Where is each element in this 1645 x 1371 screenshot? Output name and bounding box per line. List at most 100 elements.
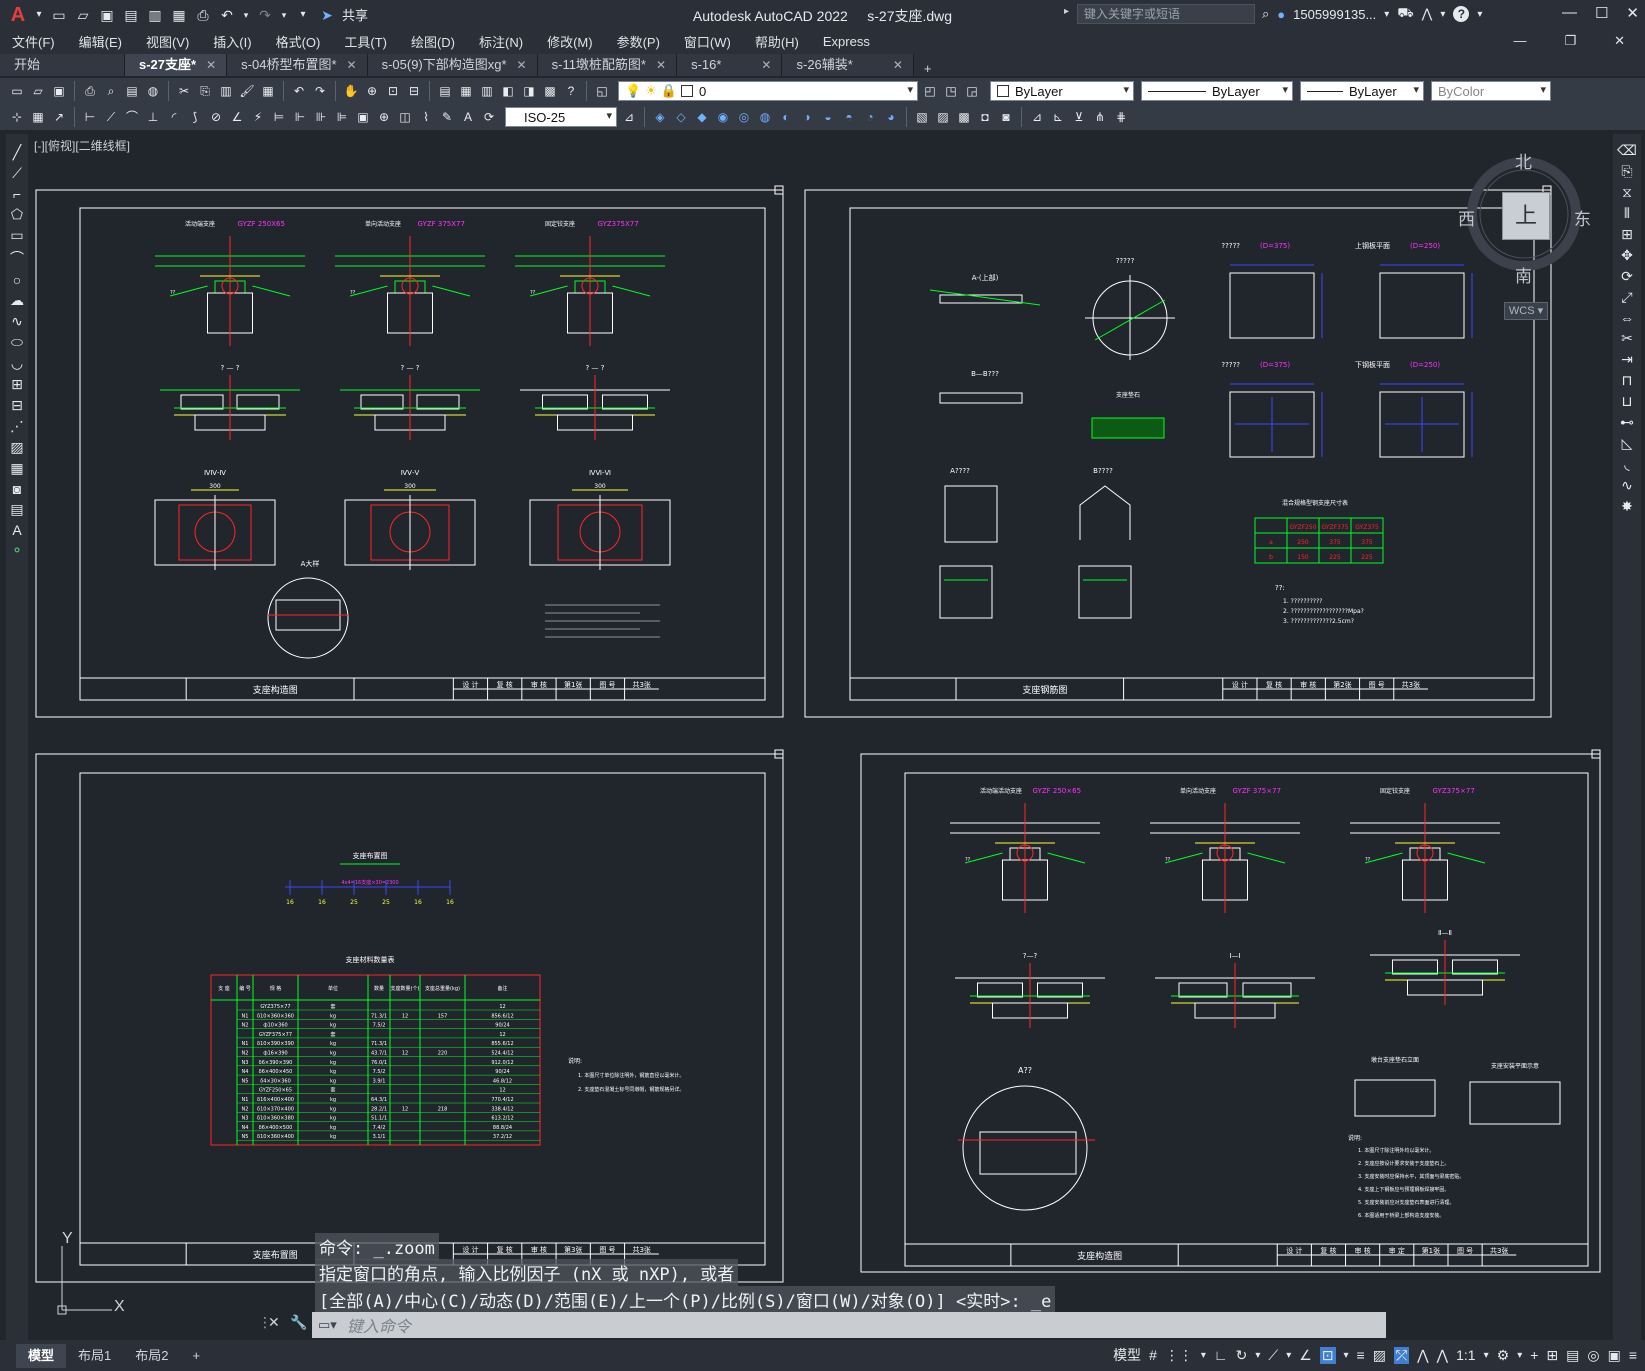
open-icon[interactable]: ▱ (33, 84, 43, 98)
search-expand-icon[interactable]: ▸ (1064, 6, 1070, 17)
help-icon[interactable]: ? (567, 84, 575, 98)
center-mark-icon[interactable]: ⊕ (378, 110, 390, 124)
view-nw-iso-icon[interactable]: ◓ (845, 110, 853, 124)
pan-icon[interactable]: ✋ (343, 84, 359, 98)
tab-close-icon[interactable]: ✕ (346, 58, 357, 72)
help-dropdown-icon[interactable]: ▾ (1477, 8, 1483, 20)
menu-help[interactable]: 帮助(H) (754, 34, 799, 50)
zoom-window-icon[interactable]: ⊡ (387, 84, 399, 98)
jogged-dim-icon[interactable]: ⟆ (192, 110, 198, 124)
layer-previous-icon[interactable]: ◳ (945, 84, 957, 98)
viewcube-east[interactable]: 东 (1574, 210, 1591, 229)
continue-dim-icon[interactable]: ⊩ (294, 110, 306, 124)
command-close-icon[interactable]: ✕ (268, 1314, 280, 1330)
publish-icon[interactable]: ▤ (126, 84, 138, 98)
isodraft-dropdown-icon[interactable]: ▾ (1286, 1349, 1292, 1361)
dim-edit-icon[interactable]: ✎ (441, 110, 453, 124)
save-web-icon[interactable]: ▦ (172, 6, 186, 23)
cut-icon[interactable]: ✂ (178, 84, 190, 98)
menu-edit[interactable]: 编辑(E) (78, 34, 122, 50)
layer-freeze-icon[interactable]: ☀ (645, 83, 657, 98)
zoom-realtime-icon[interactable]: ⊕ (366, 84, 378, 98)
isodraft-icon[interactable]: ⟋ (1268, 1346, 1279, 1363)
viewcube[interactable]: 上 北 南 西 东 (1458, 153, 1591, 286)
linear-dim-icon[interactable]: ⊢ (84, 110, 96, 124)
menu-express[interactable]: Express (822, 33, 870, 49)
dim-update-icon[interactable]: ⟳ (483, 110, 495, 124)
copy-object-icon[interactable]: ⎘ (1621, 163, 1633, 179)
tab-s26[interactable]: s-26辅装*✕ (782, 54, 914, 76)
markup-icon[interactable]: ◨ (523, 84, 535, 98)
clean-screen-icon[interactable]: ▣ (1607, 1346, 1621, 1363)
visual-style-conceptual-icon[interactable]: ◙ (1002, 110, 1010, 124)
view-left-icon[interactable]: ◆ (697, 110, 707, 124)
doc-restore-icon[interactable]: ❐ (1564, 33, 1577, 48)
tab-s27[interactable]: s-27支座*✕ (125, 54, 228, 76)
visual-style-hidden-icon[interactable]: ▩ (958, 110, 970, 124)
view-camera-icon[interactable]: ◔ (866, 110, 874, 124)
object-snap-icon[interactable]: ⊡ (1319, 1346, 1336, 1364)
help-icon[interactable]: ? (1453, 6, 1470, 22)
selection-cycling-icon[interactable]: ⤱ (1393, 1346, 1410, 1364)
menu-parametric[interactable]: 参数(P) (616, 34, 660, 50)
redo-icon[interactable]: ↷ (259, 6, 271, 23)
undo-icon[interactable]: ↶ (221, 6, 233, 23)
array-icon[interactable]: ⊞ (1621, 226, 1633, 242)
visual-style-3d-icon[interactable]: ▨ (937, 110, 949, 124)
blend-curves-icon[interactable]: ∿ (1621, 477, 1633, 493)
doc-close-icon[interactable]: ✕ (1614, 33, 1625, 48)
table-icon[interactable]: ▦ (32, 110, 44, 124)
view-sw-iso-icon[interactable]: ◐ (782, 110, 790, 124)
view-bottom-icon[interactable]: ◇ (676, 110, 686, 124)
make-current-layer-icon[interactable]: ◰ (924, 84, 936, 98)
break-at-point-icon[interactable]: ⊓ (1621, 372, 1633, 388)
lineweight-icon[interactable]: ≡ (1356, 1347, 1365, 1363)
autocad-logo-icon[interactable]: A (10, 3, 26, 26)
view-back-icon[interactable]: ◍ (759, 110, 771, 124)
a360-dropdown-icon[interactable]: ▾ (1440, 8, 1446, 20)
annotation-scale[interactable]: 1:1 (1456, 1347, 1476, 1363)
object-snap-dropdown-icon[interactable]: ▾ (1343, 1349, 1349, 1361)
dim-text-edit-icon[interactable]: A (463, 110, 472, 124)
block-editor-icon[interactable]: ▦ (262, 84, 274, 98)
erase-icon[interactable]: ⌫ (1617, 142, 1637, 158)
radius-dim-icon[interactable]: ◜ (171, 110, 177, 124)
break-icon[interactable]: ⊔ (1621, 393, 1633, 409)
point-icon[interactable]: ⋰ (10, 418, 24, 434)
zoom-previous-icon[interactable]: ⊟ (408, 84, 420, 98)
menu-modify[interactable]: 修改(M) (547, 34, 593, 50)
ucs-icon[interactable]: ⊿ (1031, 110, 1043, 124)
gradient-icon[interactable]: ▦ (10, 460, 24, 476)
tab-close-icon[interactable]: ✕ (206, 58, 217, 72)
minimize-icon[interactable]: — (1561, 4, 1577, 21)
view-se-iso-icon[interactable]: ◑ (803, 110, 811, 124)
snap-icon[interactable]: ⋮⋮ (1164, 1346, 1193, 1363)
undo-icon[interactable]: ↶ (293, 84, 305, 98)
search-input[interactable]: 键入关键字或短语 (1077, 4, 1255, 24)
tab-s11[interactable]: s-11墩桩配筋图*✕ (537, 54, 678, 76)
insert-block-icon[interactable]: ⊞ (11, 376, 23, 392)
save-as-icon[interactable]: ▤ (124, 6, 138, 23)
rectangle-icon[interactable]: ▭ (10, 227, 24, 243)
share-label[interactable]: 共享 (342, 8, 369, 23)
baseline-dim-icon[interactable]: ⊨ (273, 110, 285, 124)
table-icon[interactable]: ▤ (10, 501, 24, 517)
undo-dropdown-icon[interactable]: ▾ (243, 9, 249, 20)
menu-window[interactable]: 窗口(W) (683, 34, 731, 50)
inspect-icon[interactable]: ◫ (399, 110, 411, 124)
layer-states-icon[interactable]: ◲ (966, 84, 978, 98)
app-menu-chevron-icon[interactable]: ▾ (36, 8, 42, 20)
view-manager-icon[interactable]: ◕ (887, 110, 895, 124)
sheet-set-icon[interactable]: ◧ (502, 84, 514, 98)
hatch-icon[interactable]: ▨ (10, 439, 24, 455)
open-web-icon[interactable]: ▥ (148, 6, 162, 23)
design-center-icon[interactable]: ▦ (460, 84, 472, 98)
share-icon[interactable]: ➤ (321, 6, 333, 23)
polyline-icon[interactable]: ⌐ (12, 186, 22, 202)
recent-commands-icon[interactable]: ▭▾ (318, 1317, 337, 1332)
snap-dropdown-icon[interactable]: ▾ (1200, 1349, 1206, 1361)
layer-lock-icon[interactable]: 🔒 (660, 83, 678, 98)
doc-minimize-icon[interactable]: — (1513, 33, 1527, 48)
